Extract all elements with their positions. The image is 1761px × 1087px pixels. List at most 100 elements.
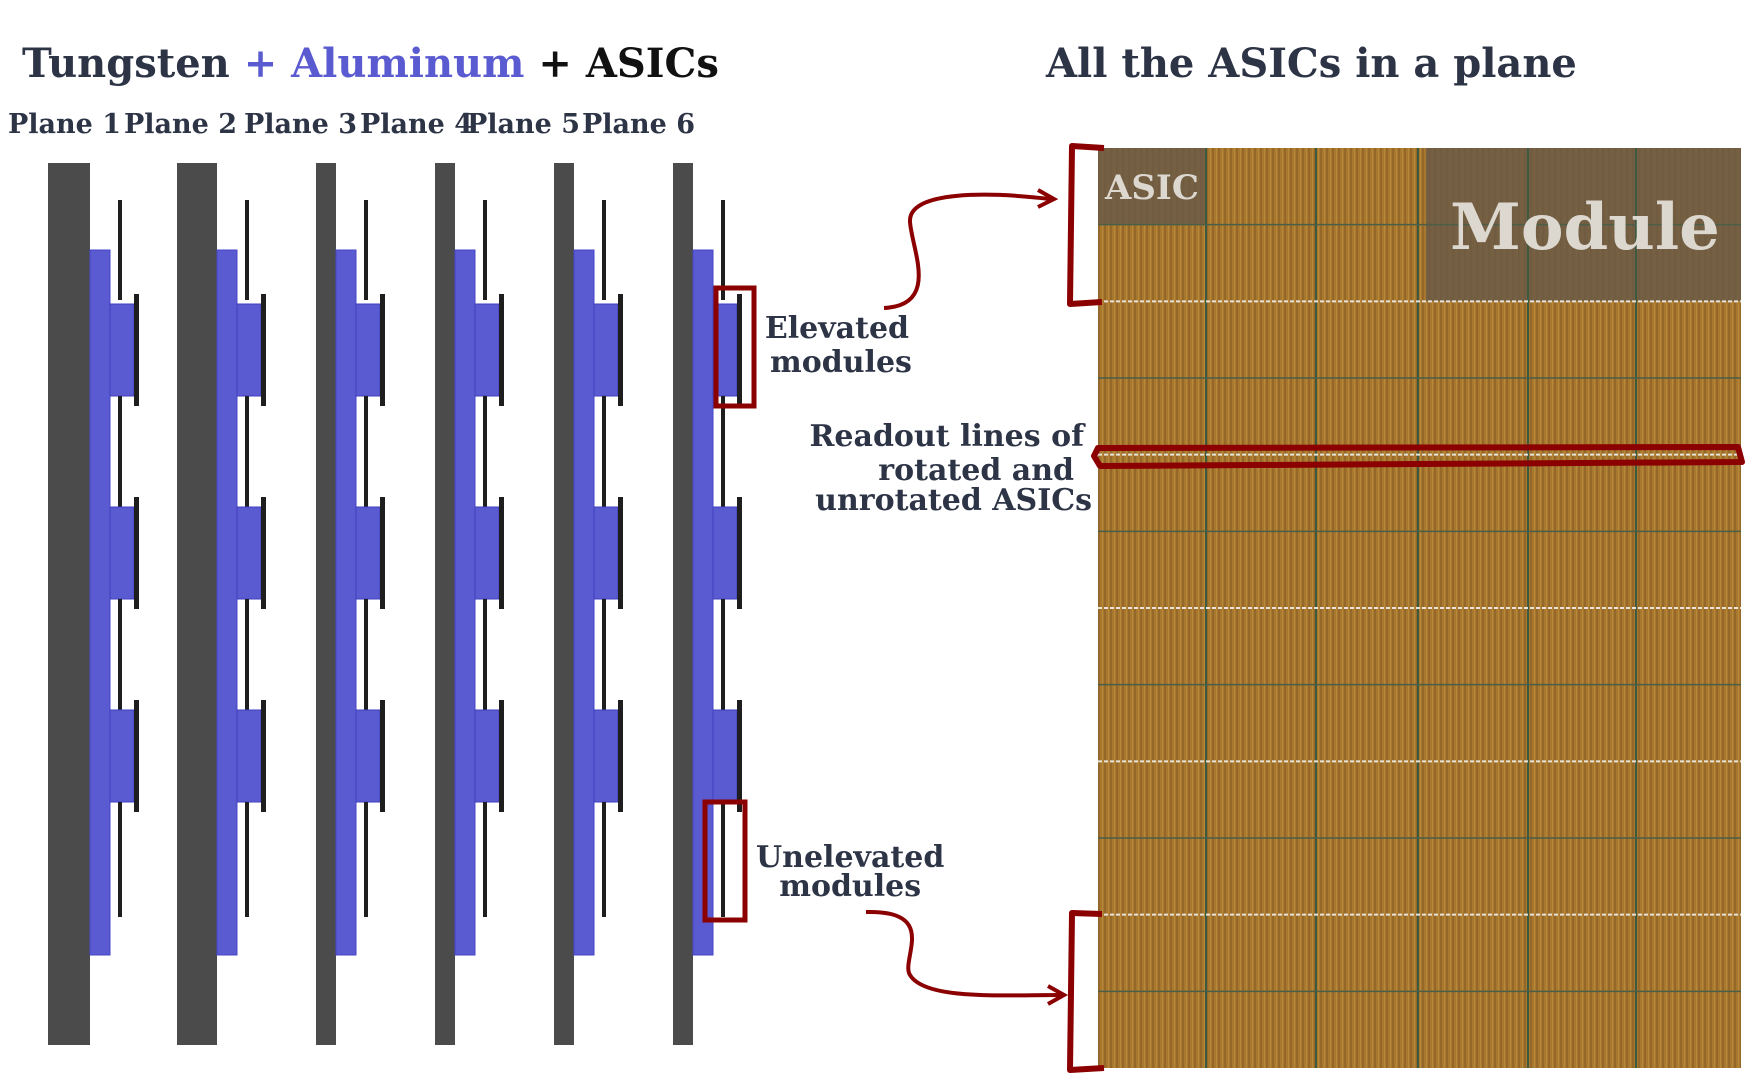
- asic-plane-grid: [1098, 148, 1741, 1068]
- asic-chip-elevated: [737, 294, 742, 406]
- module-label: Module: [1450, 190, 1720, 265]
- plane-3: [316, 163, 385, 1045]
- aluminum-module-riser: [474, 709, 500, 803]
- asic-chip-top: [245, 200, 249, 300]
- asic-chip-elevated: [134, 294, 139, 406]
- planes-group: [48, 163, 742, 1045]
- asic-chip-elevated: [134, 700, 139, 812]
- asic-highlight: [1098, 148, 1206, 225]
- unelevated-text-1: Unelevated: [756, 840, 945, 875]
- aluminum-layer: [454, 249, 476, 956]
- elevated-arrow: [883, 192, 1051, 310]
- asic-chip-elevated: [380, 497, 385, 609]
- asic-chip-elevated: [380, 700, 385, 812]
- title-aluminum: + Aluminum: [243, 40, 525, 87]
- elevated-arrowhead: [1037, 188, 1059, 209]
- asic-chip-top: [721, 200, 725, 300]
- readout-text-1: Readout lines of: [809, 419, 1085, 454]
- elevated-highlight-box: [713, 285, 757, 409]
- aluminum-layer: [216, 249, 238, 956]
- asic-chip-unelevated: [245, 396, 249, 511]
- aluminum-layer: [89, 249, 111, 956]
- aluminum-module-riser: [236, 709, 262, 803]
- asic-chip-elevated: [134, 497, 139, 609]
- tungsten-layer: [435, 163, 455, 1045]
- asic-chip-top: [602, 200, 606, 300]
- aluminum-module-riser: [355, 303, 381, 397]
- tungsten-layer: [673, 163, 693, 1045]
- title-tungsten: Tungsten: [22, 40, 230, 87]
- top-module-bracket: [1067, 143, 1105, 307]
- asic-chip-unelevated: [483, 802, 487, 917]
- asic-chip-unelevated: [602, 396, 606, 511]
- asic-chip-elevated: [261, 294, 266, 406]
- aluminum-module-riser: [474, 506, 500, 600]
- asic-chip-top: [364, 200, 368, 300]
- asic-chip-unelevated: [721, 396, 725, 511]
- asic-chip-top: [118, 200, 122, 300]
- aluminum-layer: [335, 249, 357, 956]
- aluminum-module-riser: [593, 506, 619, 600]
- readout-annotation: Readout lines of rotated and unrotated A…: [806, 419, 1093, 518]
- readout-text-3: unrotated ASICs: [815, 483, 1092, 518]
- asic-chip-elevated: [499, 497, 504, 609]
- asic-chip-elevated: [737, 700, 742, 812]
- asic-chip-elevated: [261, 497, 266, 609]
- unelevated-arrow: [865, 909, 1061, 998]
- plane-5: [554, 163, 623, 1045]
- aluminum-module-riser: [593, 709, 619, 803]
- aluminum-module-riser: [109, 709, 135, 803]
- unelevated-highlight-box: [702, 799, 748, 923]
- unelevated-text-2: modules: [779, 869, 922, 904]
- asic-chip-elevated: [380, 294, 385, 406]
- aluminum-module-riser: [109, 506, 135, 600]
- asic-chip-elevated: [618, 700, 623, 812]
- plane-2: [177, 163, 266, 1045]
- bottom-module-bracket: [1067, 910, 1105, 1073]
- plane-label-3: Plane 3: [244, 109, 358, 140]
- elevated-text-1: Elevated: [764, 311, 910, 346]
- unelevated-annotation: Unelevated modules: [756, 840, 945, 904]
- plane-label-2: Plane 2: [124, 109, 238, 140]
- elevated-text-2: modules: [770, 345, 912, 380]
- asic-chip-unelevated: [364, 599, 368, 714]
- title-asics: + ASICs: [538, 40, 719, 87]
- asic-chip-unelevated: [602, 599, 606, 714]
- asic-chip-top: [483, 200, 487, 300]
- aluminum-module-riser: [712, 506, 738, 600]
- aluminum-layer: [692, 249, 714, 956]
- tungsten-layer: [316, 163, 336, 1045]
- aluminum-module-riser: [593, 303, 619, 397]
- tungsten-layer: [554, 163, 574, 1045]
- readout-text-2: rotated and: [878, 453, 1074, 488]
- plane-label-5: Plane 5: [467, 109, 581, 140]
- asic-chip-unelevated: [118, 802, 122, 917]
- tungsten-layer: [177, 163, 217, 1045]
- asic-chip-unelevated: [721, 599, 725, 714]
- plane-label-1: Plane 1: [8, 109, 122, 140]
- asic-chip-unelevated: [364, 396, 368, 511]
- asic-chip-elevated: [499, 700, 504, 812]
- aluminum-layer: [573, 249, 595, 956]
- plane-1: [48, 163, 139, 1045]
- plane-label-6: Plane 6: [582, 109, 696, 140]
- aluminum-module-riser: [355, 506, 381, 600]
- asic-chip-unelevated: [483, 396, 487, 511]
- tungsten-layer: [48, 163, 90, 1045]
- asic-chip-unelevated: [721, 802, 725, 917]
- asic-chip-unelevated: [245, 599, 249, 714]
- asic-label: ASIC: [1105, 168, 1199, 208]
- asic-chip-unelevated: [483, 599, 487, 714]
- aluminum-module-riser: [109, 303, 135, 397]
- asic-chip-elevated: [618, 497, 623, 609]
- aluminum-module-riser: [236, 303, 262, 397]
- plane-6: [673, 163, 742, 1045]
- unelevated-arrowhead: [1047, 984, 1069, 1006]
- asic-chip-unelevated: [364, 802, 368, 917]
- left-title: Tungsten + Aluminum + ASICs: [22, 40, 719, 87]
- asic-chip-unelevated: [602, 802, 606, 917]
- asic-chip-elevated: [499, 294, 504, 406]
- asic-chip-elevated: [261, 700, 266, 812]
- right-title: All the ASICs in a plane: [1046, 40, 1577, 87]
